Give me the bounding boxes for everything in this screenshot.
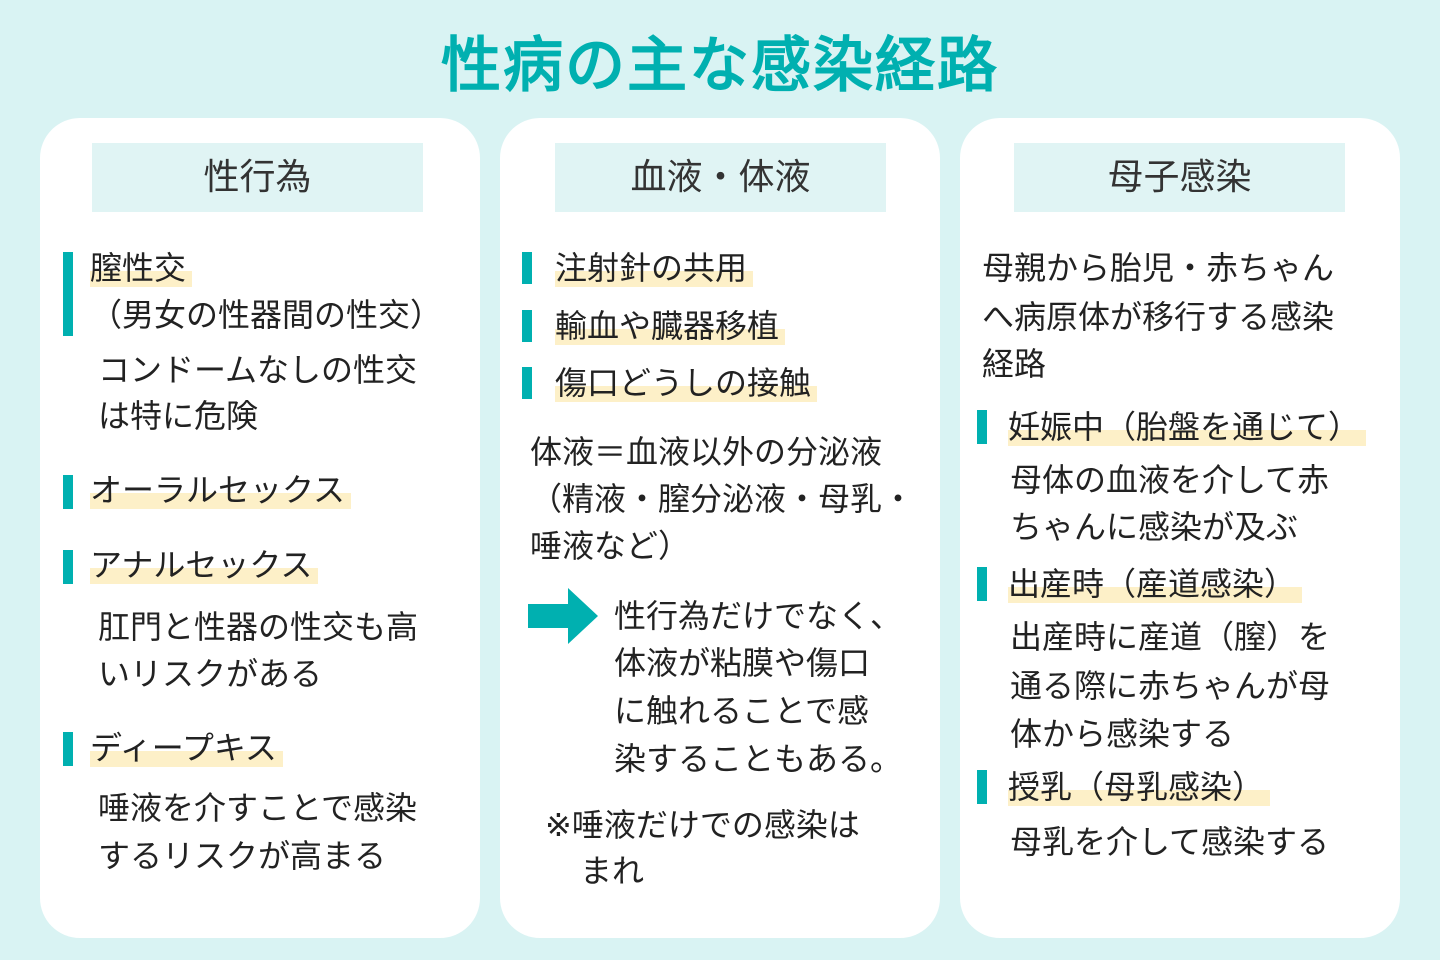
item-title: 注射針の共用 (555, 244, 754, 292)
item-desc: は特に危険 (98, 397, 259, 435)
body-text: 唾液など） (530, 527, 691, 565)
card-mother-child: 母子感染 母親から胎児・赤ちゃん へ病原体が移行する感染 経路 妊娠中（胎盤を通… (960, 118, 1400, 938)
item-desc: 母体の血液を介して赤 (1010, 461, 1330, 499)
item-desc: 母乳を介して感染する (1010, 823, 1330, 861)
item-title: 妊娠中（胎盤を通じて） (1008, 403, 1367, 451)
body-text: 母親から胎児・赤ちゃん (982, 249, 1335, 287)
card-sexual-activity: 性行為 膣性交 （男女の性器間の性交） コンドームなしの性交 は特に危険 オーラ… (40, 118, 480, 938)
item-title: オーラルセックス (90, 466, 352, 514)
accent-bar (63, 475, 73, 509)
body-text: 経路 (982, 345, 1047, 383)
item-title: ディープキス (90, 724, 283, 772)
item-desc: 出産時に産道（膣）を (1010, 618, 1331, 656)
accent-bar (522, 310, 532, 342)
note-text: ※唾液だけでの感染は (545, 806, 860, 844)
item-desc: ちゃんに感染が及ぶ (1010, 508, 1299, 546)
item-desc: 肛門と性器の性交も高 (98, 608, 419, 646)
body-text: へ病原体が移行する感染 (982, 298, 1335, 336)
accent-bar (977, 567, 987, 601)
item-title: 輸血や臓器移植 (555, 302, 786, 350)
item-title: 膣性交 (90, 244, 193, 292)
item-title: （男女の性器間の性交） (90, 296, 443, 334)
item-desc: いリスクがある (98, 655, 323, 693)
item-title: 傷口どうしの接触 (555, 359, 818, 407)
card-heading: 母子感染 (1014, 143, 1345, 212)
item-title: 出産時（産道感染） (1008, 560, 1303, 608)
item-title: アナルセックス (90, 541, 319, 589)
accent-bar (977, 410, 987, 444)
item-desc: 体から感染する (1010, 715, 1235, 753)
accent-bar (63, 732, 73, 766)
arrow-right-icon (528, 588, 598, 644)
arrow-text: に触れることで感 (614, 692, 870, 730)
accent-bar (522, 252, 532, 284)
accent-bar (522, 367, 532, 399)
card-heading: 性行為 (92, 143, 423, 212)
body-text: 体液＝血液以外の分泌液 (530, 433, 883, 471)
item-desc: コンドームなしの性交 (98, 351, 418, 389)
page-title: 性病の主な感染経路 (441, 31, 999, 101)
body-text: （精液・膣分泌液・母乳・ (530, 480, 915, 518)
item-desc: 通る際に赤ちゃんが母 (1010, 667, 1331, 705)
arrow-text: 性行為だけでなく、 (614, 597, 903, 635)
accent-bar (977, 770, 987, 804)
arrow-text: 染することもある。 (614, 740, 903, 778)
card-blood-fluids: 血液・体液 注射針の共用 輸血や臓器移植 傷口どうしの接触 体液＝血液以外の分泌… (500, 118, 940, 938)
item-title: 授乳（母乳感染） (1008, 763, 1271, 811)
card-heading: 血液・体液 (555, 143, 886, 212)
accent-bar (63, 550, 73, 584)
accent-bar (63, 252, 73, 336)
note-text: まれ (580, 852, 645, 890)
item-desc: するリスクが高まる (98, 837, 387, 875)
item-desc: 唾液を介すことで感染 (98, 789, 418, 827)
arrow-text: 体液が粘膜や傷口 (614, 644, 871, 682)
